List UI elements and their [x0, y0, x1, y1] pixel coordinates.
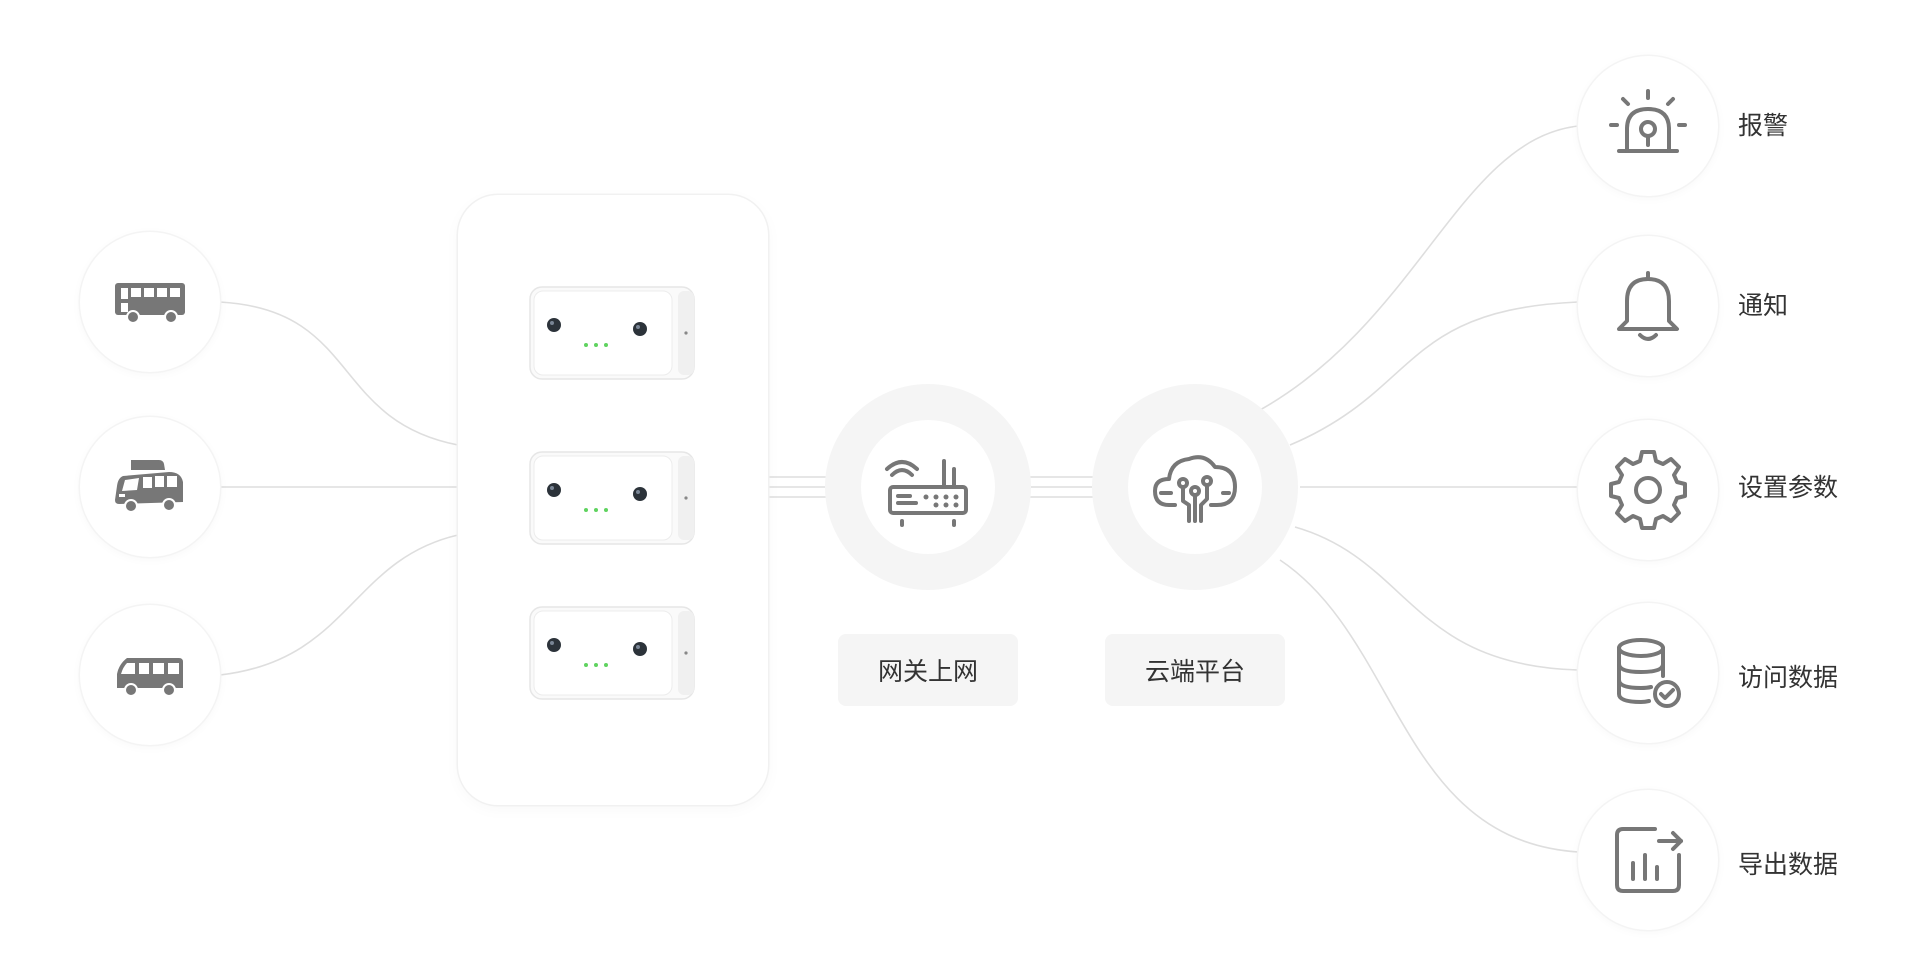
output-node-gear: [1578, 420, 1718, 560]
gateway-hub-inner: [861, 420, 995, 554]
source-node-school-bus: [80, 417, 220, 557]
output-label-bell: 通知: [1738, 291, 1789, 320]
output-label-alarm: 报警: [1738, 111, 1789, 140]
people-counter-camera-icon: [529, 286, 695, 380]
database-check-icon: [1617, 638, 1681, 708]
device-panel: [458, 195, 768, 805]
bus-icon: [115, 283, 185, 324]
minibus-icon: [117, 658, 183, 697]
output-label-database: 访问数据: [1738, 663, 1839, 692]
connector-database: [1294, 526, 1579, 671]
output-node-alarm: [1578, 56, 1718, 196]
output-label-gear: 设置参数: [1738, 473, 1839, 502]
router-icon: [885, 459, 968, 527]
gear-icon: [1609, 450, 1687, 530]
source-node-minibus: [80, 605, 220, 745]
output-label-export: 导出数据: [1738, 850, 1839, 879]
connector-export: [1279, 559, 1579, 853]
bell-icon: [1617, 271, 1679, 341]
connector-bell: [1289, 301, 1579, 446]
cloud-label: 云端平台: [1105, 634, 1285, 706]
connector-alarm: [1259, 125, 1579, 411]
output-node-export: [1578, 790, 1718, 930]
chart-export-icon: [1615, 827, 1683, 893]
connector-minibus: [219, 534, 459, 676]
output-node-bell: [1578, 236, 1718, 376]
school-bus-icon: [115, 460, 183, 513]
people-counter-camera-icon: [529, 451, 695, 545]
output-node-database: [1578, 603, 1718, 743]
source-node-bus: [80, 232, 220, 372]
people-counter-camera-icon: [529, 606, 695, 700]
gateway-hub: [825, 384, 1031, 590]
gateway-label: 网关上网: [838, 634, 1018, 706]
cloud-hub: [1092, 384, 1298, 590]
alarm-icon: [1609, 89, 1687, 153]
cloud-circuit-icon: [1153, 455, 1237, 523]
connector-bus: [219, 301, 459, 446]
cloud-hub-inner: [1128, 420, 1262, 554]
